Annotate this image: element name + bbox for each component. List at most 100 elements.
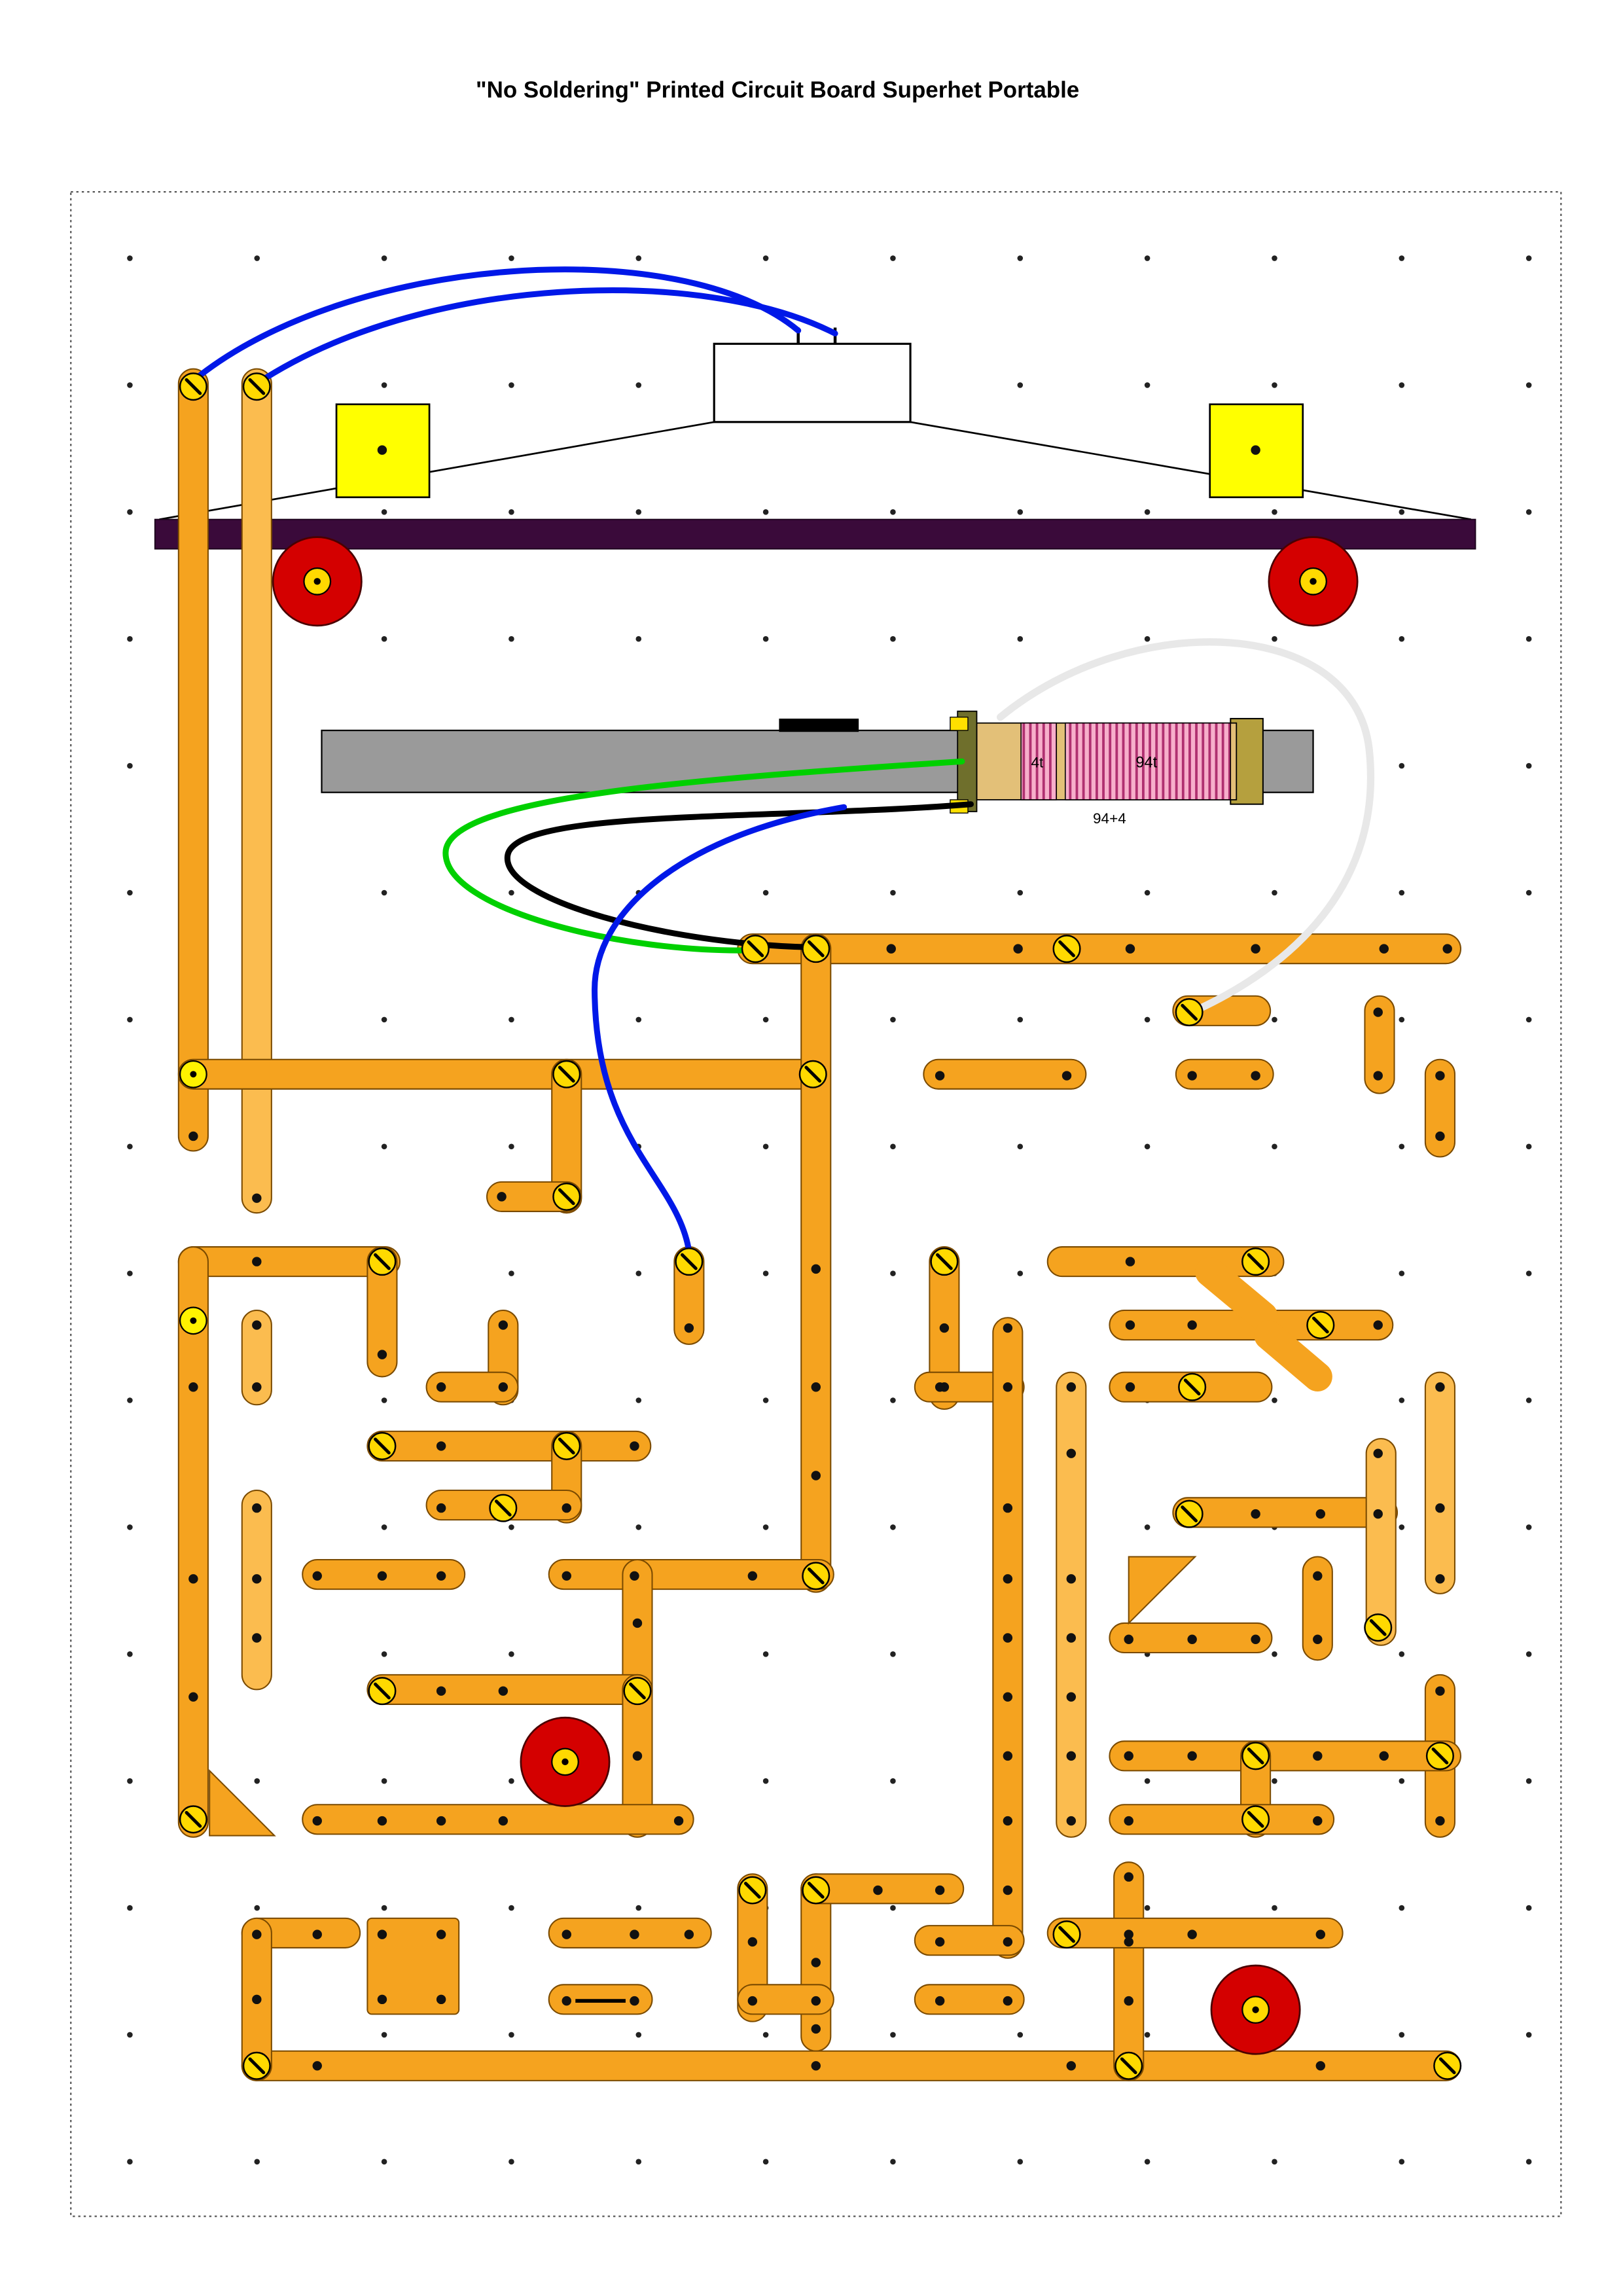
grid-dot [1399,1397,1405,1403]
board-outline [70,190,1562,2217]
strip-hole [1003,1885,1013,1895]
circuit-strip [366,1674,653,1705]
grid-dot [762,2159,769,2165]
screw [1433,2051,1462,2080]
strip-hole [811,1264,821,1274]
eyelet-hole [190,1317,197,1324]
circuit-strip [241,1490,272,1691]
strip-hole [1313,1571,1323,1581]
screw [1425,1742,1454,1770]
grid-dot [762,2032,769,2038]
strip-hole [252,1633,262,1643]
eyelet [179,1306,207,1335]
strip-hole [935,1885,945,1895]
grid-dot [1399,1143,1405,1150]
circuit-strip [551,1058,582,1214]
screw-slot [1311,1316,1329,1334]
strip-hole [562,1503,571,1513]
strip-hole [252,1257,262,1266]
grid-dot [1525,1143,1532,1150]
grid-dot [890,1397,896,1403]
grid-dot [1272,636,1277,642]
circuit-strip [1172,1497,1399,1528]
grid-dot [127,1778,133,1784]
screw [1175,1499,1204,1528]
strip-hole [632,1618,643,1628]
grid-dot [508,1651,514,1657]
circuit-strip [1109,1804,1335,1835]
screw-slot [185,1810,202,1828]
grid-dot [1525,255,1532,261]
grid-dot [1525,636,1532,642]
strip-hole [1061,1071,1072,1081]
grid-dot [508,1524,514,1530]
ferrite-rod-assembly: 4t 94t 94+4 [321,710,1314,827]
grid-dot [381,1651,387,1657]
grid-dot [127,255,133,261]
circuit-strip [914,1984,1025,2015]
strip-hole [312,1929,322,1939]
grid-dot [1399,1524,1405,1530]
grid-dot [762,1270,769,1276]
screw [179,1805,207,1834]
grid-dot [635,1905,642,1911]
grid-dot [508,1270,514,1276]
circuit-strip [1364,995,1395,1094]
grid-dot [1017,2032,1024,2038]
grid-dot [1144,2032,1150,2038]
grid-dot [1272,255,1277,261]
strip-hole [1124,1816,1133,1826]
circuit-strip [1424,1371,1455,1594]
screw [623,1677,652,1706]
strip-hole [811,2024,821,2034]
grid-dot [1525,382,1532,388]
strip-hole [1003,1382,1013,1392]
screw-slot [1247,1748,1264,1765]
grid-dot [1525,1778,1532,1784]
circuit-strip [241,1309,272,1406]
screw [489,1494,518,1522]
grid-dot [127,636,133,642]
strip-hole [1003,1816,1013,1826]
grid-dot [381,255,387,261]
screw-slot [494,1499,512,1516]
speaker-cone-edge-right [910,421,1471,520]
grid-dot [890,255,896,261]
fasteners [179,372,1462,2080]
grid-dot [1525,1905,1532,1911]
wheel-hub-dot [1252,2006,1259,2013]
grid-dot [635,509,642,515]
grid-dot [1525,2159,1532,2165]
screw-slot [374,1437,391,1455]
strip-hole [630,1571,639,1581]
strip-hole [886,944,896,954]
strip-hole [1124,1937,1133,1947]
coil-winding-small [1020,722,1058,800]
grid-dot [890,889,896,896]
circuit-strip [923,1058,1087,1090]
circuit-strip [241,2050,1461,2081]
strip-hole [630,1996,639,2006]
grid-dot [890,2032,896,2038]
screw [802,935,830,963]
screw-slot [681,1253,698,1270]
strip-hole [1066,1692,1077,1702]
strip-hole [1066,1751,1077,1761]
screw [1115,2051,1143,2080]
grid-dot [635,2159,642,2165]
strip-hole [188,1382,198,1392]
grid-dot [127,2032,133,2038]
grid-dot [1525,889,1532,896]
strip-hole [1003,1633,1013,1643]
grid-dot [762,1524,769,1530]
screw [1364,1613,1393,1642]
strip-hole [312,1816,322,1826]
grid-dot [890,636,896,642]
grid-dot [254,1778,260,1784]
strip-hole [1379,944,1389,954]
grid-dot [1017,382,1024,388]
grid-dot [1017,636,1024,642]
grid-dot [381,1778,387,1784]
strip-hole [1187,1320,1197,1330]
